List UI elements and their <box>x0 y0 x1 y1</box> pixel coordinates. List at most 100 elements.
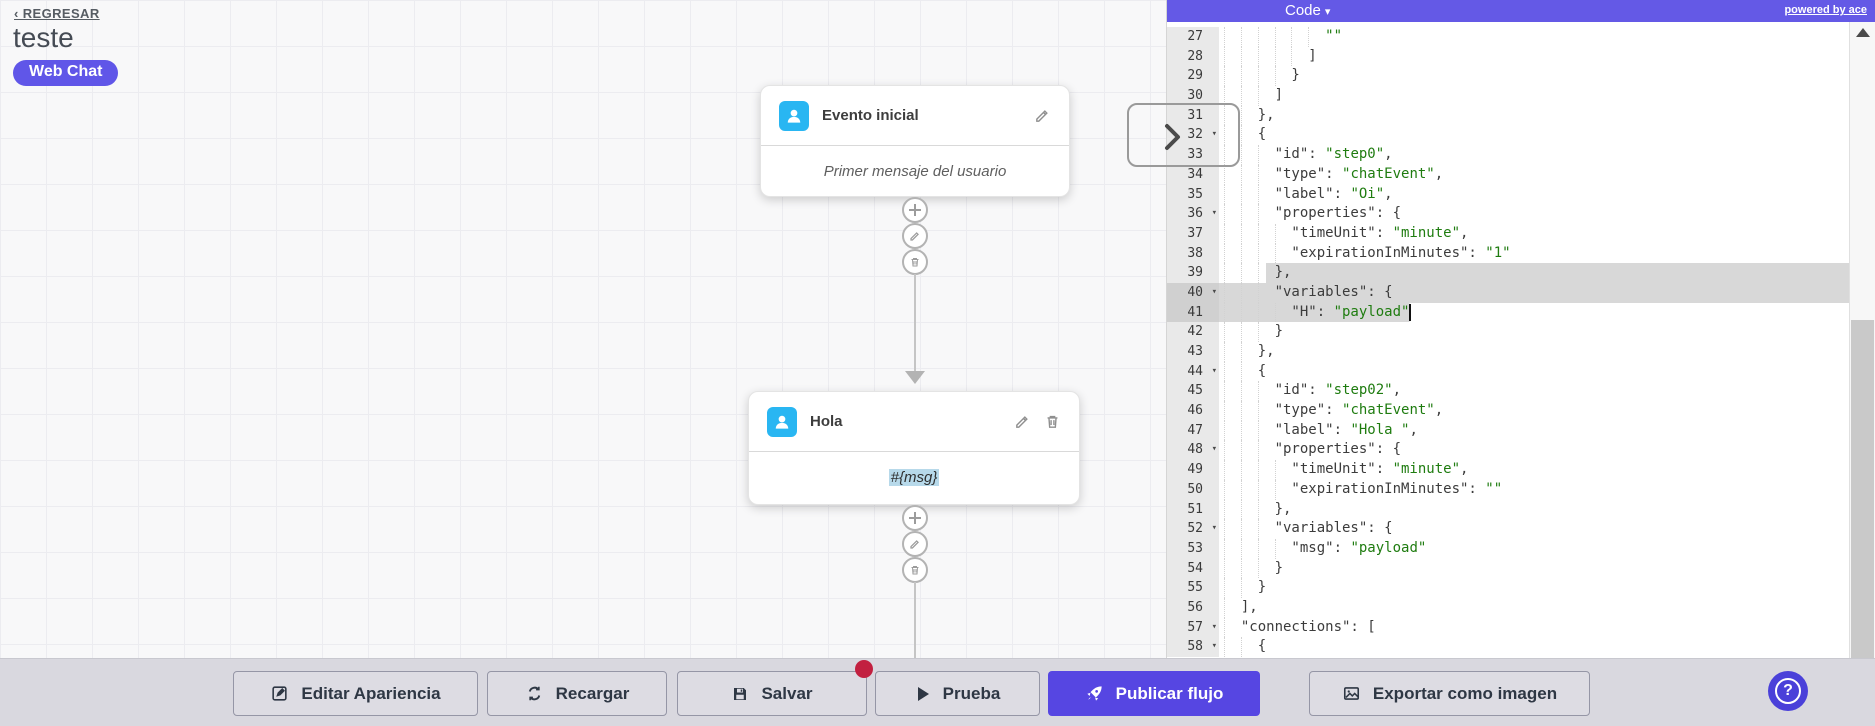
code-line-text: { <box>1219 125 1849 146</box>
edit-appearance-button[interactable]: Editar Apariencia <box>233 671 478 716</box>
code-line: 29 } <box>1167 66 1849 87</box>
fold-arrow-icon[interactable]: ▾ <box>1211 444 1217 455</box>
code-line-text: } <box>1219 558 1849 579</box>
text-cursor <box>1409 303 1412 321</box>
code-line: 56 ], <box>1167 597 1849 618</box>
button-label: Salvar <box>761 683 813 703</box>
collapse-code-panel-button[interactable] <box>1127 103 1240 167</box>
fold-arrow-icon[interactable]: ▾ <box>1211 286 1217 297</box>
play-icon <box>917 686 929 701</box>
code-line: 37 "timeUnit": "minute", <box>1167 223 1849 244</box>
code-line: 43 }, <box>1167 342 1849 362</box>
gutter-line-number: 53 <box>1167 538 1219 559</box>
add-step-button[interactable] <box>902 197 928 223</box>
code-line-text: "type": "chatEvent", <box>1219 164 1849 185</box>
edit-node-icon[interactable] <box>1034 107 1051 124</box>
code-line: 40▾ "variables": { <box>1167 282 1849 303</box>
image-icon <box>1343 687 1359 700</box>
flow-node-hola[interactable]: Hola #{msg} <box>748 391 1080 505</box>
gutter-line-number: 40▾ <box>1167 282 1219 303</box>
gutter-line-number: 33 <box>1167 145 1219 165</box>
page-title: teste <box>13 22 74 53</box>
test-button[interactable]: Prueba <box>875 671 1040 716</box>
fold-arrow-icon[interactable]: ▾ <box>1211 365 1217 376</box>
pencil-icon <box>910 232 919 241</box>
publish-flow-button[interactable]: Publicar flujo <box>1048 671 1260 716</box>
fold-arrow-icon[interactable]: ▾ <box>1211 641 1217 652</box>
gutter-line-number: 51 <box>1167 499 1219 520</box>
gutter-line-number: 36▾ <box>1167 204 1219 224</box>
save-button[interactable]: Salvar <box>677 671 867 716</box>
gutter-line-number: 56 <box>1167 597 1219 618</box>
scroll-up-arrow-icon[interactable] <box>1856 28 1870 37</box>
gutter-line-number: 32▾ <box>1167 125 1219 146</box>
code-line-text: "connections": [ <box>1219 617 1849 638</box>
gutter-line-number: 28 <box>1167 46 1219 67</box>
gutter-line-number: 54 <box>1167 558 1219 579</box>
code-line-text: "id": "step02", <box>1219 381 1849 402</box>
delete-node-icon[interactable] <box>1044 413 1061 430</box>
code-line-text: "expirationInMinutes": "1" <box>1219 243 1849 264</box>
delete-connection-button[interactable] <box>902 249 928 275</box>
connector-arrowhead <box>905 371 925 384</box>
code-line-text: ] <box>1219 46 1849 67</box>
back-link[interactable]: ‹ REGRESAR <box>14 6 100 21</box>
node-variable-text: #{msg} <box>888 468 940 486</box>
export-image-button[interactable]: Exportar como imagen <box>1309 671 1590 716</box>
code-editor[interactable]: 27 ""28 ]29 }30 ]31 },32▾ {33 "id": "ste… <box>1167 22 1849 658</box>
code-line: 33 "id": "step0", <box>1167 145 1849 165</box>
code-line: 34 "type": "chatEvent", <box>1167 164 1849 185</box>
gutter-line-number: 39 <box>1167 263 1219 283</box>
code-line-text: }, <box>1219 105 1849 126</box>
pencil-icon <box>910 540 919 549</box>
editor-scrollbar[interactable] <box>1849 22 1875 658</box>
gutter-line-number: 30 <box>1167 86 1219 106</box>
bottom-toolbar: Editar Apariencia Recargar Salvar Prueba… <box>0 658 1875 726</box>
code-line-text: "timeUnit": "minute", <box>1219 223 1849 244</box>
add-step-button[interactable] <box>902 505 928 531</box>
code-line-text: "label": "Oi", <box>1219 184 1849 205</box>
gutter-line-number: 48▾ <box>1167 440 1219 461</box>
scrollbar-thumb[interactable] <box>1851 320 1874 658</box>
code-line: 45 "id": "step02", <box>1167 381 1849 402</box>
edit-connection-button[interactable] <box>902 223 928 249</box>
button-label: Editar Apariencia <box>301 683 441 703</box>
chevron-right-icon <box>1165 124 1180 150</box>
code-line: 44▾ { <box>1167 361 1849 382</box>
code-line-text: ] <box>1219 86 1849 106</box>
code-line: 49 "timeUnit": "minute", <box>1167 460 1849 480</box>
code-line-text: }, <box>1219 342 1849 362</box>
fold-arrow-icon[interactable]: ▾ <box>1211 523 1217 534</box>
user-icon <box>767 406 797 437</box>
code-line: 57▾ "connections": [ <box>1167 617 1849 638</box>
code-line: 32▾ { <box>1167 125 1849 146</box>
fold-arrow-icon[interactable]: ▾ <box>1211 208 1217 219</box>
gutter-line-number: 47 <box>1167 420 1219 441</box>
code-line: 35 "label": "Oi", <box>1167 184 1849 205</box>
channel-badge: Web Chat <box>13 60 119 86</box>
code-line-text: ], <box>1219 597 1849 618</box>
code-mode-dropdown[interactable]: Code▾ <box>1285 2 1331 19</box>
fold-arrow-icon[interactable]: ▾ <box>1211 621 1217 632</box>
refresh-icon <box>528 686 540 701</box>
delete-connection-button[interactable] <box>902 557 928 583</box>
help-button[interactable]: ? <box>1768 671 1808 711</box>
code-line-text: "label": "Hola ", <box>1219 420 1849 441</box>
unsaved-changes-dot <box>855 660 873 678</box>
powered-by-ace-link[interactable]: powered by ace <box>1784 4 1867 16</box>
edit-node-icon[interactable] <box>1014 413 1031 430</box>
fold-arrow-icon[interactable]: ▾ <box>1211 129 1217 140</box>
connector-line <box>914 274 916 372</box>
node-header: Evento inicial <box>761 86 1069 146</box>
gutter-line-number: 55 <box>1167 578 1219 598</box>
edit-connection-button[interactable] <box>902 531 928 557</box>
node-body-text: #{msg} <box>749 452 1079 502</box>
code-panel-header: Code▾ powered by ace <box>1167 0 1875 22</box>
code-line-text: "variables": { <box>1219 282 1849 303</box>
plus-icon <box>909 512 921 524</box>
reload-button[interactable]: Recargar <box>487 671 667 716</box>
flow-node-evento-inicial[interactable]: Evento inicial Primer mensaje del usuari… <box>760 85 1070 197</box>
save-icon <box>734 687 747 700</box>
plus-icon <box>909 204 921 216</box>
gutter-line-number: 41 <box>1167 302 1219 323</box>
